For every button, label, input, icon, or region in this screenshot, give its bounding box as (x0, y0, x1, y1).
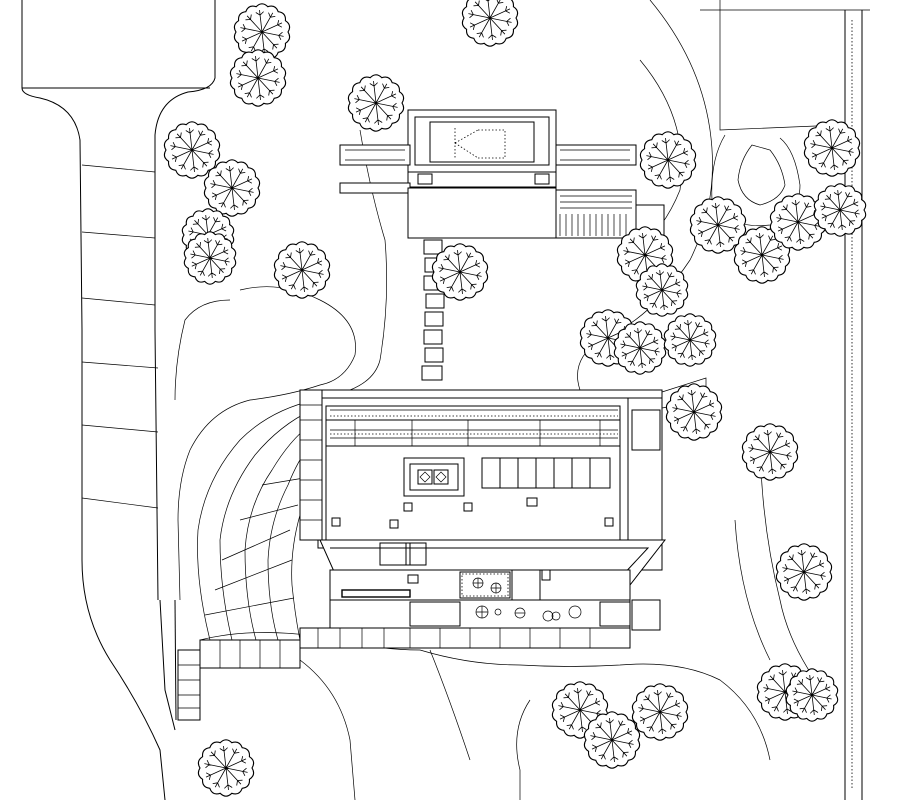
driveway (21, 0, 216, 800)
tree-canopy-icon (183, 231, 237, 285)
tree-canopy-icon (613, 321, 667, 375)
tree-canopy-icon (769, 193, 827, 251)
tree-canopy-icon (229, 49, 287, 107)
tree-canopy-icon (665, 383, 723, 441)
tree-canopy-icon (663, 313, 717, 367)
tree-canopy-icon (631, 683, 689, 741)
tree-canopy-icon (461, 0, 519, 47)
shrub-icon (542, 610, 561, 622)
upper-pavilion (339, 109, 665, 239)
shrub-icon (514, 607, 526, 619)
tree-canopy-icon (741, 423, 799, 481)
retaining-wall (177, 389, 631, 721)
shrub-icon (494, 608, 502, 616)
tree-canopy-icon (775, 543, 833, 601)
shrub-icon (475, 605, 489, 619)
tree-canopy-icon (785, 668, 839, 722)
tree-canopy-icon (203, 159, 261, 217)
tree-canopy-icon (583, 711, 641, 769)
tree-canopy-icon (813, 183, 867, 237)
shrubs (472, 577, 582, 622)
hillside-contours (197, 399, 316, 641)
tree-canopy-icon (197, 739, 255, 797)
tree-canopy-icon (431, 243, 489, 301)
tree-canopy-icon (163, 121, 221, 179)
shrub-icon (568, 605, 582, 619)
tree-canopy-icon (233, 3, 291, 61)
tree-canopy-icon (689, 196, 747, 254)
main-house (317, 377, 707, 631)
shrub-icon (472, 577, 484, 589)
tree-canopy-icon (273, 241, 331, 299)
trees (163, 0, 867, 797)
tree-canopy-icon (639, 131, 697, 189)
tree-canopy-icon (635, 263, 689, 317)
tree-canopy-icon (347, 74, 405, 132)
tree-canopy-icon (803, 119, 861, 177)
shrub-icon (490, 582, 502, 594)
